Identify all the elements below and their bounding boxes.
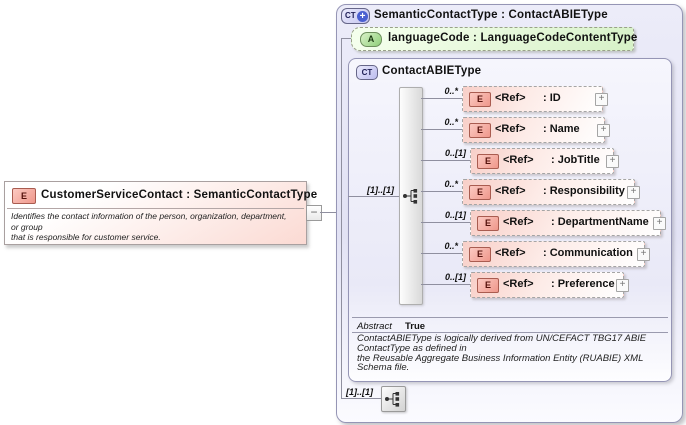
element-ref-label: <Ref> bbox=[495, 247, 526, 259]
abstract-value: True bbox=[405, 321, 426, 332]
sequence-icon bbox=[403, 189, 418, 204]
element-type-label: : Name bbox=[543, 123, 580, 135]
divider bbox=[352, 332, 668, 333]
attribute-branch-line bbox=[341, 38, 352, 39]
divider bbox=[352, 317, 668, 318]
element-icon: E bbox=[469, 247, 491, 262]
tree-trunk-line bbox=[341, 38, 342, 399]
element-box-id[interactable]: E <Ref> : ID + bbox=[462, 86, 608, 112]
expand-icon[interactable]: + bbox=[616, 279, 629, 292]
element-branch-line bbox=[421, 253, 462, 254]
element-box-preference[interactable]: E <Ref> : Preference+ bbox=[470, 272, 629, 298]
cardinality-label: 0..[1] bbox=[444, 272, 466, 282]
element-icon: E bbox=[469, 123, 491, 138]
element-box-departmentname[interactable]: E <Ref> : DepartmentName + bbox=[470, 210, 666, 236]
element-branch-line bbox=[421, 160, 470, 161]
element-ref-label: <Ref> bbox=[503, 216, 534, 228]
cardinality-label: 0..[1] bbox=[444, 210, 466, 220]
bottom-sequence-branch-line bbox=[341, 398, 381, 399]
element-ref-label: <Ref> bbox=[503, 278, 534, 290]
element-type-label: : Responsibility bbox=[543, 185, 625, 197]
cardinality-label: 0..* bbox=[444, 179, 458, 189]
element-type-label: : Preference bbox=[551, 278, 615, 290]
expand-icon[interactable]: + bbox=[637, 248, 650, 261]
sequence-icon bbox=[385, 392, 400, 407]
expand-icon[interactable]: + bbox=[606, 155, 619, 168]
cardinality-label: 0..* bbox=[444, 117, 458, 127]
element-icon: E bbox=[477, 278, 499, 293]
element-box-responsibility[interactable]: E <Ref> : Responsibility+ bbox=[462, 179, 640, 205]
sequence-compositor-button[interactable] bbox=[381, 386, 406, 412]
element-ref-label: <Ref> bbox=[495, 92, 526, 104]
element-branch-line bbox=[421, 129, 462, 130]
expand-icon[interactable]: + bbox=[653, 217, 666, 230]
element-ref-label: <Ref> bbox=[495, 123, 526, 135]
complextype-title: SemanticContactType : ContactABIEType bbox=[374, 9, 608, 21]
element-type-label: : DepartmentName bbox=[551, 216, 649, 228]
element-icon: E bbox=[477, 216, 499, 231]
element-annotation: Identifies the contact information of th… bbox=[11, 211, 287, 242]
element-box-communication[interactable]: E <Ref> : Communication + bbox=[462, 241, 650, 267]
sequence-cardinality: [1]..[1] bbox=[367, 185, 394, 195]
content-type-title: ContactABIEType bbox=[382, 65, 482, 77]
element-icon: E bbox=[469, 92, 491, 107]
cardinality-label: 0..[1] bbox=[444, 148, 466, 158]
sequence-compositor-bar[interactable] bbox=[399, 87, 423, 305]
element-branch-line bbox=[421, 98, 462, 99]
attribute-box-languagecode[interactable]: A languageCode : LanguageCodeContentType bbox=[351, 27, 637, 51]
expand-icon[interactable]: + bbox=[595, 93, 608, 106]
element-ref-label: <Ref> bbox=[503, 154, 534, 166]
element-title: CustomerServiceContact : SemanticContact… bbox=[41, 189, 318, 201]
element-branch-line bbox=[421, 222, 470, 223]
bottom-sequence-cardinality: [1]..[1] bbox=[346, 387, 373, 397]
complextype-derived-icon: CT+ bbox=[341, 8, 370, 24]
cardinality-label: 0..* bbox=[444, 86, 458, 96]
element-icon: E bbox=[477, 154, 499, 169]
sequence-branch-line bbox=[348, 196, 399, 197]
element-type-label: : ID bbox=[543, 92, 561, 104]
complextype-icon: CT bbox=[356, 65, 378, 80]
element-type-label: : Communication bbox=[543, 247, 633, 259]
element-branch-line bbox=[421, 284, 470, 285]
plus-badge-icon: + bbox=[357, 10, 368, 22]
content-type-annotation: ContactABIEType is logically derived fro… bbox=[357, 333, 647, 374]
attribute-title: languageCode : LanguageCodeContentType bbox=[388, 32, 638, 44]
collapse-icon[interactable]: − bbox=[306, 205, 322, 221]
element-box-customerservicecontact[interactable]: E CustomerServiceContact : SemanticConta… bbox=[4, 181, 317, 245]
element-box-jobtitle[interactable]: E <Ref> : JobTitle + bbox=[470, 148, 619, 174]
element-box-name[interactable]: E <Ref> : Name + bbox=[462, 117, 610, 143]
element-type-label: : JobTitle bbox=[551, 154, 600, 166]
expand-icon[interactable]: + bbox=[627, 186, 640, 199]
expand-icon[interactable]: + bbox=[597, 124, 610, 137]
divider bbox=[7, 208, 304, 209]
element-ref-label: <Ref> bbox=[495, 185, 526, 197]
abstract-label: Abstract bbox=[357, 321, 392, 332]
connector-line bbox=[320, 212, 348, 213]
element-branch-line bbox=[421, 191, 462, 192]
attribute-icon: A bbox=[360, 32, 382, 47]
element-icon: E bbox=[469, 185, 491, 200]
cardinality-label: 0..* bbox=[444, 241, 458, 251]
element-icon: E bbox=[12, 188, 36, 204]
